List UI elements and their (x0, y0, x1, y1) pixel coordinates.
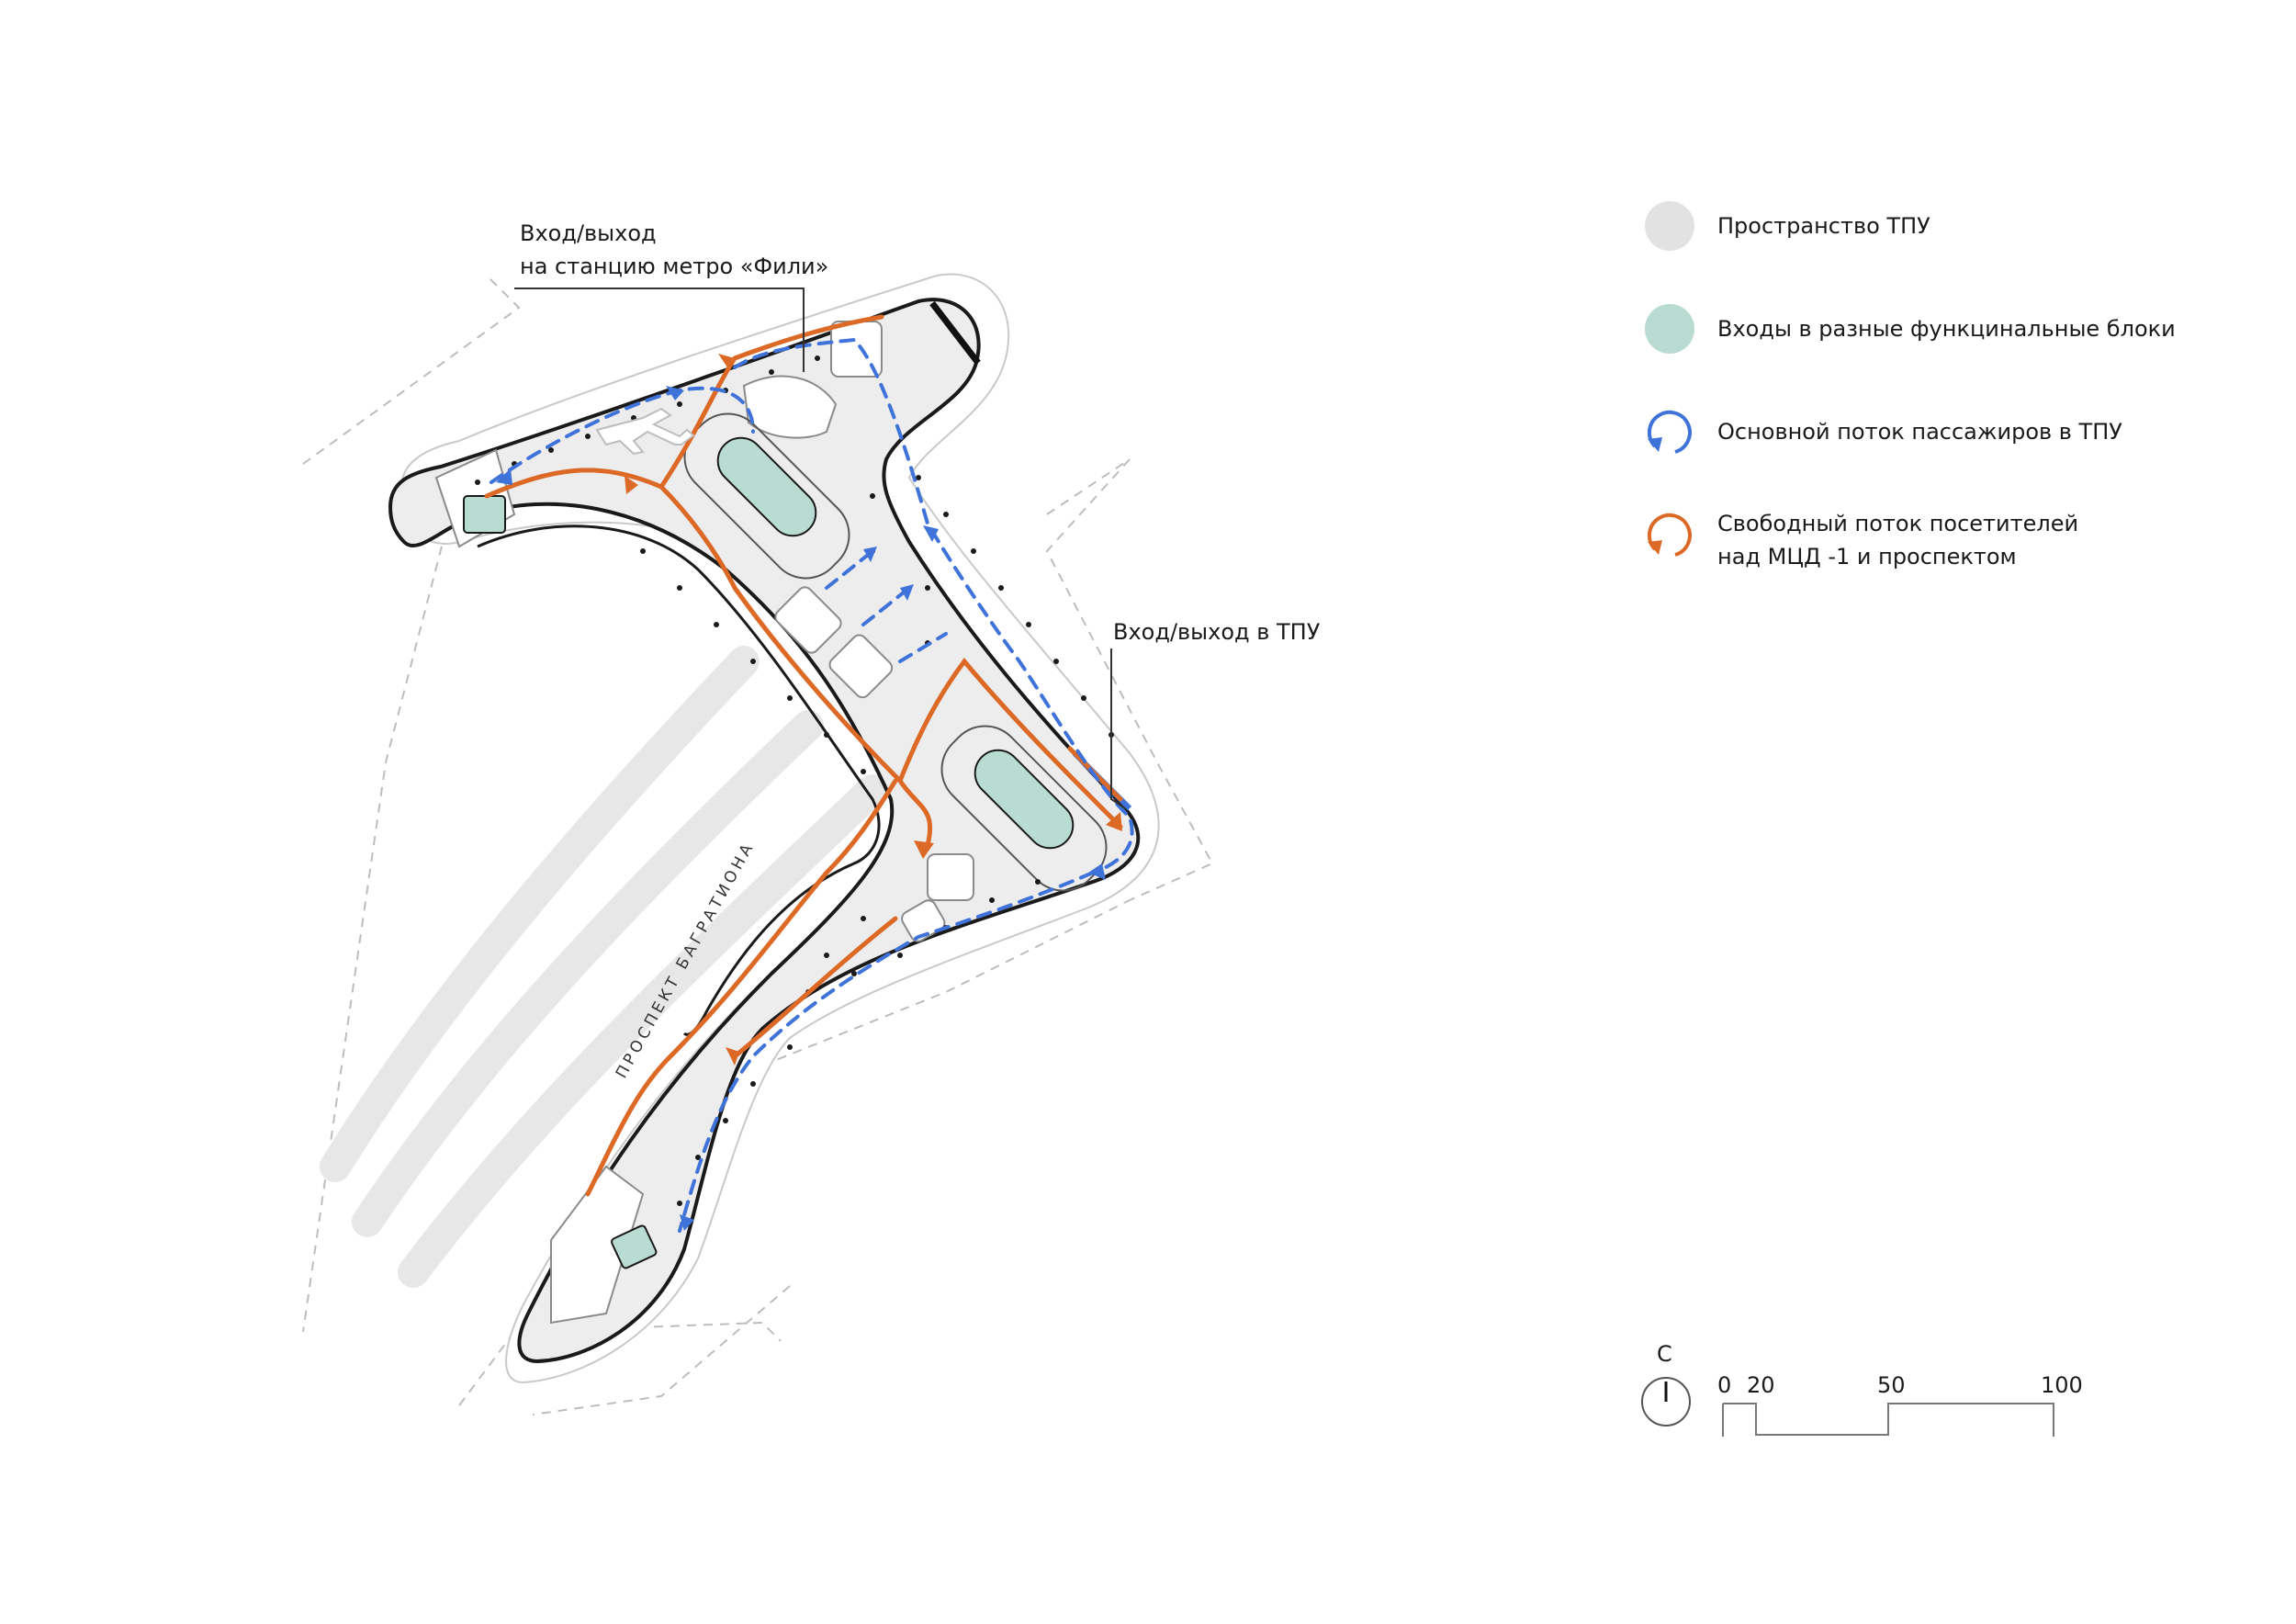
metro-callout: Вход/выход на станцию метро «Фили» (520, 217, 828, 283)
callout-leaders (514, 288, 1126, 809)
legend-label-entrances: Входы в разные функцинальные блоки (1717, 316, 2176, 342)
passenger-flow (490, 337, 1134, 1233)
scale-bar: С 0 20 50 100 (1640, 1341, 2118, 1442)
north-arrow-icon (1641, 1377, 1691, 1427)
legend-item-passenger-flow: Основной поток пассажиров в ТПУ (1644, 406, 2232, 457)
legend-label-visitor-flow-line2: над МЦД -1 и проспектом (1717, 544, 2017, 570)
legend-item-visitor-flow: Свободный поток посетителей над МЦД -1 и… (1644, 509, 2232, 575)
inner-void (477, 524, 881, 1036)
entrance-blocks (463, 436, 1075, 1269)
orange-loop-arrow-icon (1648, 513, 1692, 557)
north-letter: С (1657, 1341, 1672, 1367)
legend-label-tpu-space: Пространство ТПУ (1717, 213, 1930, 239)
visitor-flow-arrows (625, 354, 1122, 1066)
metro-callout-line2: на станцию метро «Фили» (520, 254, 829, 279)
mint-circle-icon (1645, 304, 1694, 354)
north-edge (929, 300, 981, 366)
metro-callout-line1: Вход/выход (520, 220, 657, 246)
legend: Пространство ТПУ Входы в разные функцина… (1644, 200, 2232, 626)
scale-tick-20: 20 (1747, 1372, 1775, 1398)
passenger-flow-arrows (496, 386, 1106, 1231)
blue-loop-arrow-icon (1648, 410, 1692, 454)
grey-circle-icon (1645, 201, 1694, 251)
legend-item-tpu-space: Пространство ТПУ (1644, 200, 2232, 252)
tpu-entrance-label: Вход/выход в ТПУ (1113, 619, 1321, 645)
road-lanes (320, 646, 888, 1288)
airplane-icon (595, 407, 695, 456)
scale-tick-0: 0 (1717, 1372, 1732, 1398)
scale-tick-50: 50 (1877, 1372, 1906, 1398)
scale-ruler (1722, 1403, 2054, 1437)
legend-item-entrances: Входы в разные функцинальные блоки (1644, 303, 2232, 355)
legend-label-passenger-flow: Основной поток пассажиров в ТПУ (1717, 419, 2122, 445)
scale-tick-100: 100 (2041, 1372, 2083, 1398)
legend-label-visitor-flow: Свободный поток посетителей над МЦД -1 и… (1717, 507, 2078, 573)
legend-label-visitor-flow-line1: Свободный поток посетителей (1717, 511, 2079, 536)
tpu-entrance-callout: Вход/выход в ТПУ (1113, 615, 1320, 648)
